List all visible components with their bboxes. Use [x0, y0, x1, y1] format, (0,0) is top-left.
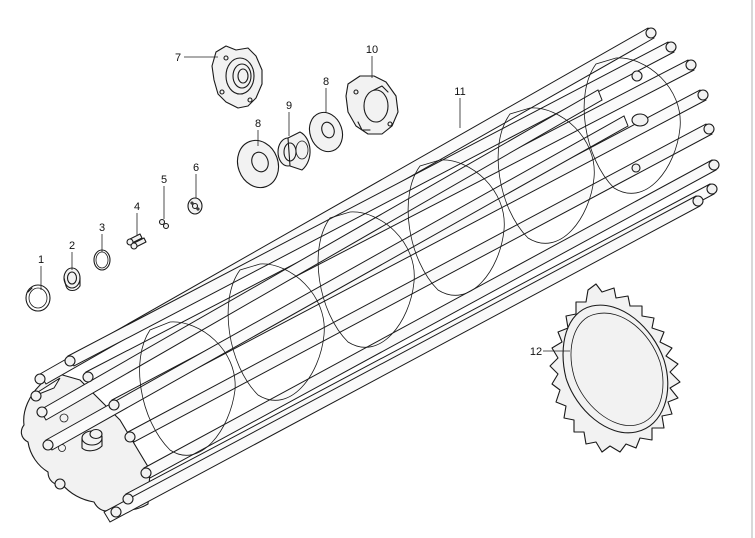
callout-5: 5 [161, 174, 167, 186]
rod-end-caps-right [645, 27, 720, 207]
callout-2: 2 [69, 240, 75, 252]
leader-lines [40, 56, 570, 352]
cage-rods [33, 27, 717, 523]
bushing-part-2 [63, 267, 81, 292]
callout-12: 12 [530, 346, 542, 358]
bearing-part-9 [277, 131, 311, 171]
callout-8-lower: 8 [255, 118, 261, 130]
callout-1: 1 [38, 254, 44, 266]
bolts-part-4 [126, 233, 147, 250]
callout-8-upper: 8 [323, 76, 329, 88]
callout-4: 4 [134, 201, 140, 213]
bearing-housing-part-7 [211, 45, 263, 109]
flange-washer-part-6 [187, 197, 203, 215]
roller-hub [81, 428, 103, 452]
sprocket-ring-part-12 [549, 283, 681, 453]
callout-10: 10 [366, 44, 378, 56]
callout-labels: 1 2 3 4 5 6 7 8 9 8 10 11 12 [38, 44, 542, 358]
callout-9: 9 [286, 100, 292, 112]
o-ring-part-3 [93, 249, 111, 271]
nuts-part-5 [158, 218, 170, 230]
circlip-part-1 [25, 284, 51, 312]
cage-inner-hubs [631, 70, 649, 173]
callout-7: 7 [175, 52, 181, 64]
rod-end-caps [30, 355, 152, 518]
roller-cage-part-11 [20, 27, 720, 523]
callout-3: 3 [99, 222, 105, 234]
cage-inner-rings [139, 57, 681, 456]
callout-11: 11 [454, 86, 465, 98]
callout-6: 6 [193, 162, 199, 174]
washer-part-8-lower [236, 139, 280, 189]
washer-part-8-upper [308, 111, 344, 153]
flange-bracket-part-10 [345, 75, 399, 135]
